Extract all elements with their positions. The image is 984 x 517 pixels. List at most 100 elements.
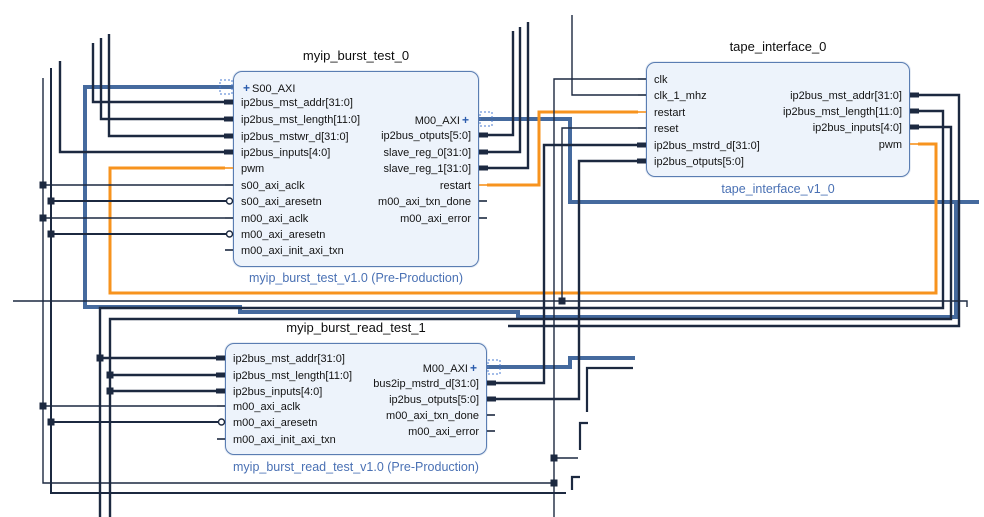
port-ip2bus_mstwr_d[31:0][interactable]: ip2bus_mstwr_d[31:0] (241, 130, 349, 144)
port-ip2bus_otputs[5:0][interactable]: ip2bus_otputs[5:0] (389, 393, 479, 407)
port-m00_axi_error[interactable]: m00_axi_error (408, 425, 479, 439)
port-slave_reg_0[31:0][interactable]: slave_reg_0[31:0] (384, 146, 471, 160)
port-label: M00_AXI (414, 115, 460, 127)
port-ip2bus_inputs[4:0][interactable]: ip2bus_inputs[4:0] (233, 385, 322, 399)
port-ip2bus_inputs[4:0][interactable]: ip2bus_inputs[4:0] (241, 146, 330, 160)
port-pwm[interactable]: pwm (241, 162, 264, 176)
port-label: bus2ip_mstrd_d[31:0] (373, 378, 479, 390)
port-label: ip2bus_mst_addr[31:0] (233, 353, 345, 365)
port-clk_1_mhz[interactable]: clk_1_mhz (654, 89, 707, 103)
port-label: clk_1_mhz (654, 90, 707, 102)
block-footer: myip_burst_read_test_v1.0 (Pre-Productio… (233, 460, 479, 474)
port-restart[interactable]: restart (440, 179, 471, 193)
port-m00_axi_init_axi_txn[interactable]: m00_axi_init_axi_txn (233, 433, 336, 447)
port-m00_axi_aresetn[interactable]: m00_axi_aresetn (241, 228, 325, 242)
wire-b1-length-in[interactable] (99, 38, 225, 121)
block-title: myip_burst_test_0 (302, 48, 410, 63)
port-label: ip2bus_otputs[5:0] (381, 130, 471, 142)
port-label: ip2bus_inputs[4:0] (233, 386, 323, 398)
port-S00_AXI[interactable]: +S00_AXI (241, 81, 295, 95)
wire-clipped-frag-3[interactable] (570, 475, 580, 490)
wire-b1-reg0-out[interactable] (487, 27, 522, 154)
wire-otputs-net[interactable] (495, 159, 638, 401)
port-ip2bus_mstrd_d[31:0][interactable]: ip2bus_mstrd_d[31:0] (654, 139, 760, 153)
port-ip2bus_mst_addr[31:0][interactable]: ip2bus_mst_addr[31:0] (241, 96, 353, 110)
port-label: m00_axi_aresetn (233, 417, 318, 429)
interface-expand-box[interactable] (479, 111, 493, 127)
wire-clipped-frag-1[interactable] (585, 366, 633, 412)
interface-expand-icon[interactable]: + (243, 81, 251, 95)
port-m00_axi_aclk[interactable]: m00_axi_aclk (241, 212, 308, 226)
port-m00_axi_init_axi_txn[interactable]: m00_axi_init_axi_txn (241, 244, 344, 258)
port-m00_axi_aresetn[interactable]: m00_axi_aresetn (233, 416, 317, 430)
wire-tape-length-out[interactable] (98, 109, 945, 517)
interface-expand-icon[interactable]: + (461, 113, 469, 127)
interface-expand-icon[interactable]: + (469, 361, 477, 375)
wire-clk-main[interactable] (553, 78, 638, 517)
wire-clk1mhz-in[interactable] (571, 15, 638, 96)
wire-pwm-net[interactable] (108, 142, 938, 295)
port-m00_axi_error[interactable]: m00_axi_error (400, 212, 471, 226)
port-pwm[interactable]: pwm (879, 138, 902, 152)
port-label: ip2bus_mstrd_d[31:0] (654, 140, 760, 152)
port-clk[interactable]: clk (654, 73, 667, 87)
port-label: m00_axi_aclk (241, 213, 309, 225)
port-m00_axi_aclk[interactable]: m00_axi_aclk (233, 400, 300, 414)
wire-b1-otputs-out[interactable] (487, 31, 515, 137)
port-ip2bus_inputs[4:0][interactable]: ip2bus_inputs[4:0] (813, 121, 902, 135)
port-ip2bus_mst_length[11:0][interactable]: ip2bus_mst_length[11:0] (783, 105, 902, 119)
port-ip2bus_mst_length[11:0][interactable]: ip2bus_mst_length[11:0] (241, 113, 360, 127)
port-label: ip2bus_inputs[4:0] (812, 122, 902, 134)
wire-tape-addr-out[interactable] (508, 93, 961, 328)
wire-b1-inputs-in[interactable] (58, 61, 225, 154)
port-M00_AXI[interactable]: M00_AXI+ (415, 113, 471, 127)
port-reset[interactable]: reset (654, 122, 678, 136)
wire-b3-m00-axi[interactable] (499, 356, 635, 369)
port-s00_axi_aresetn[interactable]: s00_axi_aresetn (241, 195, 322, 209)
interface-expand-box[interactable] (219, 79, 233, 95)
block-title: myip_burst_read_test_1 (286, 320, 426, 335)
port-ip2bus_otputs[5:0][interactable]: ip2bus_otputs[5:0] (381, 129, 471, 143)
port-ip2bus_otputs[5:0][interactable]: ip2bus_otputs[5:0] (654, 155, 744, 169)
wire-restart-net[interactable] (487, 110, 638, 187)
port-slave_reg_1[31:0][interactable]: slave_reg_1[31:0] (384, 162, 471, 176)
wire-b1-mstwr-in[interactable] (107, 34, 225, 138)
wire-reset-line[interactable] (13, 300, 968, 307)
block-myip_burst_read_test_1[interactable]: ip2bus_mst_addr[31:0] ip2bus_mst_length[1… (225, 343, 487, 455)
interface-expand-box[interactable] (487, 359, 501, 375)
port-m00_axi_txn_done[interactable]: m00_axi_txn_done (386, 409, 479, 423)
wire-clk-left[interactable] (42, 78, 554, 484)
port-label: m00_axi_aclk (233, 401, 301, 413)
port-ip2bus_mst_addr[31:0][interactable]: ip2bus_mst_addr[31:0] (233, 352, 345, 366)
port-label: m00_axi_txn_done (378, 196, 471, 208)
port-M00_AXI[interactable]: M00_AXI+ (423, 361, 479, 375)
port-restart[interactable]: restart (654, 106, 685, 120)
active-low-bubble (225, 230, 234, 238)
wire-reset-branch[interactable] (561, 127, 638, 301)
port-label: s00_axi_aclk (241, 180, 305, 192)
wire-m00-axi-out[interactable] (491, 117, 979, 204)
port-ip2bus_mst_addr[31:0][interactable]: ip2bus_mst_addr[31:0] (790, 89, 902, 103)
wire-clipped-frag-2[interactable] (578, 421, 588, 450)
port-label: pwm (878, 139, 902, 151)
wire-b1-addr-in[interactable] (91, 43, 225, 104)
port-label: restart (654, 107, 686, 119)
wire-s00-axi-loop[interactable] (83, 85, 958, 319)
wire-b1-reg1-out[interactable] (487, 22, 530, 170)
port-label: ip2bus_mst_length[11:0] (241, 114, 361, 126)
port-s00_axi_aclk[interactable]: s00_axi_aclk (241, 179, 305, 193)
port-label: m00_axi_error (408, 426, 479, 438)
port-label: s00_axi_aresetn (241, 196, 322, 208)
wire-aresetn-main[interactable] (50, 68, 566, 494)
port-ip2bus_mst_length[11:0][interactable]: ip2bus_mst_length[11:0] (233, 369, 352, 383)
port-label: restart (439, 180, 471, 192)
wire-tape-inputs-out[interactable] (108, 125, 953, 517)
port-m00_axi_txn_done[interactable]: m00_axi_txn_done (378, 195, 471, 209)
wire-mstrd-net[interactable] (495, 143, 638, 385)
port-label: m00_axi_error (400, 213, 471, 225)
port-bus2ip_mstrd_d[31:0][interactable]: bus2ip_mstrd_d[31:0] (373, 377, 479, 391)
port-label: ip2bus_otputs[5:0] (654, 156, 744, 168)
